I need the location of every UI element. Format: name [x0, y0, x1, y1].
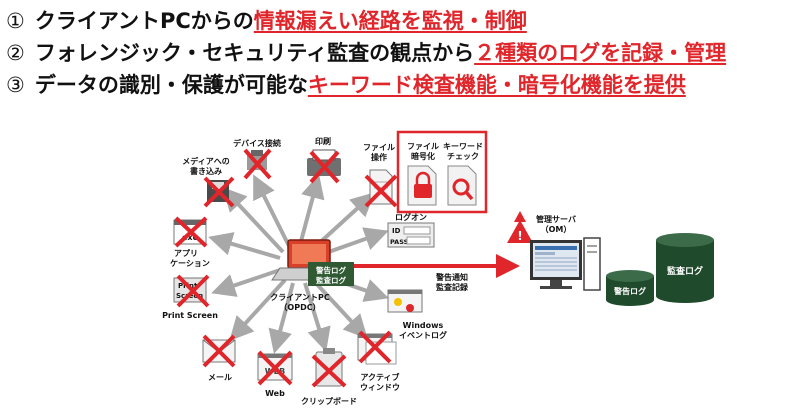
- blocked-x-icon: [174, 216, 208, 248]
- client-pc-sublabel: （OPDC）: [279, 302, 320, 312]
- arrow-label-2: 監査記録: [436, 282, 469, 292]
- headline-highlight: キーワード検査機能・暗号化機能を提供: [307, 73, 686, 97]
- blocked-x-icon: [243, 148, 272, 180]
- line-number: ②: [6, 41, 25, 65]
- clip-label: クリップボード: [301, 396, 357, 406]
- exe-text: exe: [182, 233, 199, 242]
- magnifier-icon: [452, 178, 470, 196]
- blocked-x-icon: [309, 150, 340, 184]
- arrow-app: [208, 232, 281, 260]
- keyword-label-1: キーワード: [443, 142, 483, 151]
- route-logon: ログオン ID PASS: [387, 212, 435, 248]
- management-server: ! 管理サーバ （OM）: [507, 211, 601, 291]
- arrow-print: [298, 174, 325, 246]
- headline-plain: クライアントPCからの: [34, 9, 254, 33]
- arrow-mail: [229, 278, 287, 341]
- line-number: ③: [6, 73, 25, 97]
- db-small-label: 警告ログ: [613, 286, 646, 296]
- active-label-1: アクティブ: [360, 372, 399, 382]
- blocked-x-icon: [202, 334, 236, 368]
- arrow-active: [311, 278, 368, 339]
- mail-label: メール: [208, 373, 232, 382]
- db-large-label: 監査ログ: [667, 265, 703, 277]
- log-badge: [308, 262, 354, 286]
- route-app: exe アプリ ケーション: [170, 216, 210, 268]
- arrow-device: [253, 174, 292, 249]
- app-label-2: ケーション: [170, 259, 210, 268]
- login-pass-text: PASS: [390, 238, 409, 246]
- route-mail: メール: [202, 334, 236, 382]
- warning-dot-icon: [394, 298, 402, 306]
- media-label-2: 書き込み: [190, 166, 222, 176]
- padlock-icon: [414, 184, 432, 198]
- route-active: アクティブ ウィンドウ: [357, 330, 400, 392]
- app-label-1: アプリ: [174, 248, 198, 258]
- arrow-web: [268, 282, 295, 354]
- client-pc: 警告ログ 監査ログ クライアントPC （OPDC）: [270, 239, 354, 312]
- encrypt-label-2: 暗号化: [411, 151, 435, 161]
- headline-plain: データの識別・保護が可能な: [34, 73, 308, 97]
- route-winlog: Windows イベントログ: [387, 289, 447, 340]
- arrow-printscreen: [211, 268, 281, 297]
- database-small: 警告ログ: [606, 270, 654, 306]
- active-label-2: ウィンドウ: [360, 383, 400, 392]
- route-media: メディアへの 書き込み: [182, 156, 235, 208]
- route-web: WEB Web: [257, 350, 293, 398]
- headline-line-2: ② フォレンジック・セキュリティ監査の観点から２種類のログを記録・管理: [6, 38, 726, 68]
- alert-mark: !: [517, 229, 522, 243]
- log-badge-line2: 監査ログ: [316, 275, 346, 285]
- server-tower-icon: [583, 237, 601, 291]
- route-clip: クリップボード: [301, 348, 357, 406]
- headline-plain: フォレンジック・セキュリティ監査の観点から: [34, 41, 475, 65]
- encryption-keyword-box: ファイル 暗号化 キーワード チェック: [396, 130, 488, 214]
- web-label: Web: [265, 389, 285, 398]
- blocked-x-icon: [364, 174, 398, 208]
- device-label: デバイス接続: [233, 138, 281, 148]
- arrow-clip: [303, 282, 331, 352]
- media-label-1: メディアへの: [182, 156, 229, 166]
- server-label-1: 管理サーバ: [536, 214, 576, 224]
- printscreen-label: Print Screen: [162, 311, 218, 320]
- fileop-label-1: ファイル: [363, 143, 395, 152]
- headline-highlight: 情報漏えい経路を監視・制御: [253, 9, 527, 33]
- error-dot-icon: [406, 304, 414, 312]
- route-fileop: ファイル 操作: [363, 143, 398, 208]
- log-badge-line1: 警告ログ: [316, 265, 346, 275]
- line-number: ①: [6, 9, 25, 33]
- arrow-media: [222, 187, 285, 254]
- keyword-label-2: チェック: [447, 151, 479, 161]
- arrow-logon: [319, 227, 389, 257]
- login-id-text: ID: [392, 227, 401, 235]
- client-pc-label: クライアントPC: [270, 292, 330, 302]
- arrow-label-1: 警告通知: [435, 272, 468, 282]
- winlog-label-1: Windows: [403, 321, 444, 330]
- encrypt-label-1: ファイル: [407, 142, 439, 151]
- print-label: 印刷: [315, 136, 331, 146]
- fileop-label-2: 操作: [371, 152, 387, 162]
- alert-triangle-icon: [514, 211, 526, 222]
- blocked-x-icon: [311, 354, 347, 388]
- alert-triangle-icon-large: [507, 220, 533, 243]
- route-device: デバイス接続: [233, 138, 281, 180]
- web-icon-text: WEB: [265, 367, 285, 376]
- route-printscreen: Print Screen Print Screen: [162, 274, 218, 320]
- blocked-x-icon: [176, 274, 210, 308]
- headline-highlight: ２種類のログを記録・管理: [474, 41, 727, 65]
- notification-arrow: 警告通知 監査記録: [354, 254, 520, 292]
- arrow-fileop: [313, 192, 375, 249]
- winlog-label-2: イベントログ: [399, 330, 447, 340]
- blocked-x-icon: [257, 350, 293, 386]
- blocked-x-icon: [358, 330, 392, 364]
- route-print: 印刷: [307, 136, 341, 184]
- logon-label: ログオン: [395, 212, 427, 222]
- headline-line-3: ③ データの識別・保護が可能なキーワード検査機能・暗号化機能を提供: [6, 70, 686, 100]
- blocked-x-icon: [203, 176, 235, 208]
- headline-line-1: ① クライアントPCからの情報漏えい経路を監視・制御: [6, 6, 527, 36]
- server-label-2: （OM）: [541, 224, 572, 234]
- database-large: 監査ログ: [656, 233, 714, 303]
